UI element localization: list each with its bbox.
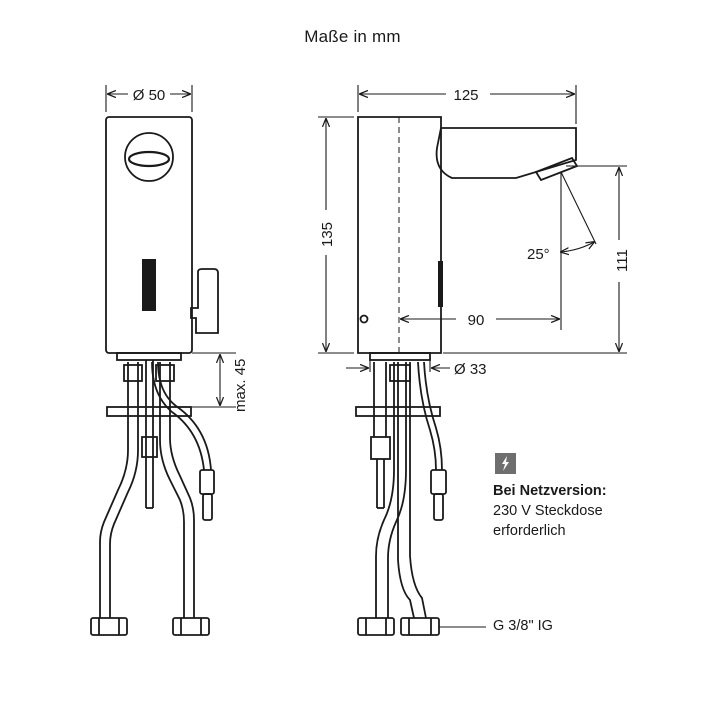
side-connector xyxy=(430,469,447,495)
dim-front-diameter: Ø 50 xyxy=(133,87,166,104)
side-nut-left xyxy=(357,617,395,636)
logo-ellipse xyxy=(127,150,171,168)
front-connector xyxy=(199,469,215,495)
side-nut xyxy=(370,436,391,460)
note-line-2: erforderlich xyxy=(493,523,566,539)
front-nut-right xyxy=(172,617,210,636)
front-base xyxy=(116,352,182,361)
front-nut-left xyxy=(90,617,128,636)
note-line-1: 230 V Steckdose xyxy=(493,503,603,519)
side-base xyxy=(369,352,431,361)
front-nut xyxy=(141,436,158,458)
dim-spray-angle: 25° xyxy=(527,246,550,263)
dim-max-depth: max. 45 xyxy=(232,359,249,412)
dim-side-width: 125 xyxy=(453,87,478,104)
lever xyxy=(190,268,219,334)
dim-height: 135 xyxy=(319,222,336,247)
dim-mount-diameter: Ø 33 xyxy=(454,361,487,378)
thread-label: G 3/8" IG xyxy=(493,618,553,634)
front-mount-plate xyxy=(106,406,192,417)
side-body xyxy=(357,116,442,354)
front-view xyxy=(90,116,219,636)
side-nut-right xyxy=(400,617,440,636)
note-heading: Bei Netzversion: xyxy=(493,483,607,499)
lightning-icon xyxy=(495,453,516,474)
page-title: Maße in mm xyxy=(304,27,401,46)
spout xyxy=(435,127,577,179)
power-note: Bei Netzversion: 230 V Steckdose erforde… xyxy=(493,481,607,541)
dim-spout-reach: 90 xyxy=(468,312,485,329)
dim-spout-height: 111 xyxy=(614,249,631,272)
sensor-window xyxy=(142,259,156,311)
logo-circle xyxy=(124,132,174,182)
